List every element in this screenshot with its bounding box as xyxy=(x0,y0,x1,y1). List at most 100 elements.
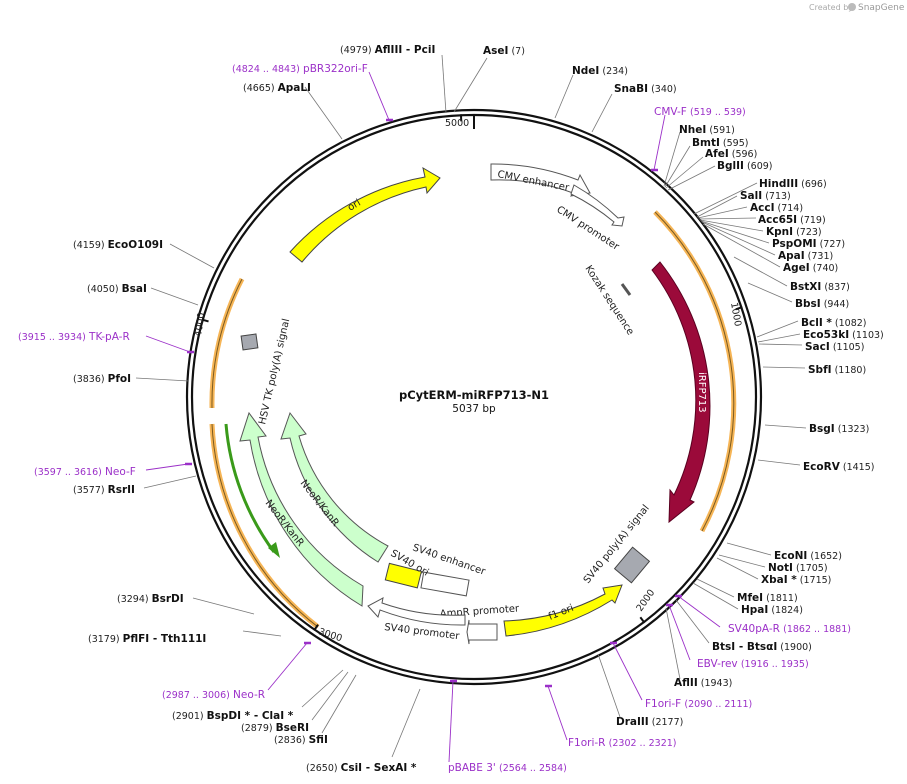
primer-label[interactable]: F1ori-F (2090 .. 2111) xyxy=(645,698,752,710)
site-pos: (731) xyxy=(808,251,834,262)
site-label[interactable]: PspOMI (727) xyxy=(772,238,845,250)
site-label[interactable]: NdeI (234) xyxy=(572,65,628,77)
site-label[interactable]: (2836) SfiI xyxy=(274,734,328,746)
primer-label[interactable]: (3915 .. 3934) TK-pA-R xyxy=(18,331,130,343)
site-label[interactable]: AflII (1943) xyxy=(674,677,732,689)
irfp713-feature[interactable] xyxy=(651,261,711,524)
irfp713-label: iRFP713 xyxy=(696,372,707,413)
site-pos: (719) xyxy=(800,215,826,226)
site-name: KpnI xyxy=(766,226,793,238)
site-label[interactable]: DraIII (2177) xyxy=(616,716,683,728)
site-leader xyxy=(663,131,681,187)
ori-feature[interactable] xyxy=(289,166,441,263)
site-label[interactable]: Eco53kI (1103) xyxy=(803,329,884,341)
tick-label-2000: 2000 xyxy=(634,588,657,614)
cmv-enhancer-feature[interactable] xyxy=(490,163,591,197)
hsv-tk-polya-feature[interactable] xyxy=(240,333,259,351)
site-label[interactable]: (2879) BseRI xyxy=(241,722,309,734)
primer-label[interactable]: F1ori-R (2302 .. 2321) xyxy=(568,737,677,749)
site-leader xyxy=(702,223,781,268)
site-label[interactable]: NotI (1705) xyxy=(768,562,828,574)
site-label[interactable]: NheI (591) xyxy=(679,124,735,136)
site-label[interactable]: BclI * (1082) xyxy=(801,317,867,329)
site-leader xyxy=(665,156,704,189)
site-name: EcoNI xyxy=(774,550,807,562)
site-pos: (727) xyxy=(820,239,846,250)
site-leader xyxy=(733,256,788,287)
site-name: AccI xyxy=(750,202,774,214)
site-name: SnaBI xyxy=(614,83,648,95)
site-name: AgeI xyxy=(783,262,810,274)
site-label[interactable]: (3836) PfoI xyxy=(73,373,131,385)
site-name: BmtI xyxy=(692,137,720,149)
neor-kanr-outer-feature[interactable] xyxy=(239,411,364,607)
site-label[interactable]: HpaI (1824) xyxy=(741,604,803,616)
primer-label[interactable]: (2987 .. 3006) Neo-R xyxy=(162,689,265,701)
site-label[interactable]: (3179) PflFI - Tth111I xyxy=(88,633,206,645)
site-label[interactable]: (4159) EcoO109I xyxy=(73,239,163,251)
site-label[interactable]: (3577) RsrII xyxy=(73,484,135,496)
site-leader xyxy=(242,630,282,637)
site-label[interactable]: (4665) ApaLI xyxy=(243,82,311,94)
site-pos: (713) xyxy=(765,191,791,202)
site-label[interactable]: SnaBI (340) xyxy=(614,83,677,95)
site-label[interactable]: EcoRV (1415) xyxy=(803,461,874,473)
site-leader xyxy=(762,366,806,369)
site-leader xyxy=(696,195,738,218)
site-label[interactable]: (4979) AflIII - PciI xyxy=(340,44,435,56)
f1-ori-feature[interactable] xyxy=(503,584,623,637)
site-label[interactable]: AgeI (740) xyxy=(783,262,838,274)
site-leader xyxy=(664,145,691,188)
site-pos: (1900) xyxy=(780,642,812,653)
site-label[interactable]: BstXI (837) xyxy=(790,281,850,293)
site-label[interactable]: SalI (713) xyxy=(740,190,791,202)
primer-leader xyxy=(668,604,691,661)
site-label[interactable]: AfeI (596) xyxy=(705,148,757,160)
primer-label[interactable]: SV40pA-R (1862 .. 1881) xyxy=(728,623,851,635)
orange-arc-right-core xyxy=(654,211,735,532)
sv40-polya-feature[interactable] xyxy=(613,546,651,584)
site-label[interactable]: ApaI (731) xyxy=(778,250,833,262)
site-label[interactable]: EcoNI (1652) xyxy=(774,550,842,562)
primer-label[interactable]: pBABE 3' (2564 .. 2584) xyxy=(448,762,567,774)
sv40-ori-feature[interactable] xyxy=(384,562,423,589)
site-label[interactable]: (3294) BsrDI xyxy=(117,593,184,605)
site-label[interactable]: BsgI (1323) xyxy=(809,423,869,435)
site-label[interactable]: (4050) BsaI xyxy=(87,283,147,295)
site-name: SbfI xyxy=(808,364,832,376)
site-label[interactable]: (2901) BspDI * - ClaI * xyxy=(172,710,294,722)
site-label[interactable]: BtsI - BtsαI (1900) xyxy=(712,641,812,653)
site-label[interactable]: BbsI (944) xyxy=(795,298,849,310)
backbone-inner-ring xyxy=(190,113,758,681)
site-label[interactable]: SacI (1105) xyxy=(805,341,864,353)
site-label[interactable]: AseI (7) xyxy=(483,45,525,57)
neor-kanr-inner-feature[interactable] xyxy=(280,411,389,563)
site-label[interactable]: XbaI * (1715) xyxy=(761,574,831,586)
site-label[interactable]: KpnI (723) xyxy=(766,226,822,238)
sv40-enhancer-feature[interactable] xyxy=(420,571,470,597)
primer-label[interactable]: EBV-rev (1916 .. 1935) xyxy=(697,658,809,670)
site-label[interactable]: HindIII (696) xyxy=(759,178,827,190)
site-pos: (7) xyxy=(511,46,524,57)
site-pos: (1943) xyxy=(701,678,733,689)
primer-label[interactable]: (4824 .. 4843) pBR322ori-F xyxy=(232,63,368,75)
sv40-promoter-feature[interactable] xyxy=(367,597,466,626)
site-label[interactable]: BglII (609) xyxy=(717,160,773,172)
site-label[interactable]: Acc65I (719) xyxy=(758,214,826,226)
cmv-promoter-arrow[interactable] xyxy=(570,184,625,227)
primer-label[interactable]: CMV-F (519 .. 539) xyxy=(654,106,746,118)
site-label[interactable]: (2650) CsiI - SexAI * xyxy=(306,762,417,774)
site-name: BclI * xyxy=(801,317,832,329)
site-label[interactable]: MfeI (1811) xyxy=(737,592,798,604)
ampr-promoter-feature[interactable] xyxy=(466,619,498,645)
site-leader xyxy=(718,554,766,568)
site-label[interactable]: AccI (714) xyxy=(750,202,803,214)
created-by-label: Created by xyxy=(809,3,853,12)
site-leader xyxy=(135,377,190,382)
site-label[interactable]: BmtI (595) xyxy=(692,137,748,149)
site-name: Eco53kI xyxy=(803,329,849,341)
site-label[interactable]: SbfI (1180) xyxy=(808,364,866,376)
site-name: NdeI xyxy=(572,65,599,77)
primer-label[interactable]: (3597 .. 3616) Neo-F xyxy=(34,466,136,478)
